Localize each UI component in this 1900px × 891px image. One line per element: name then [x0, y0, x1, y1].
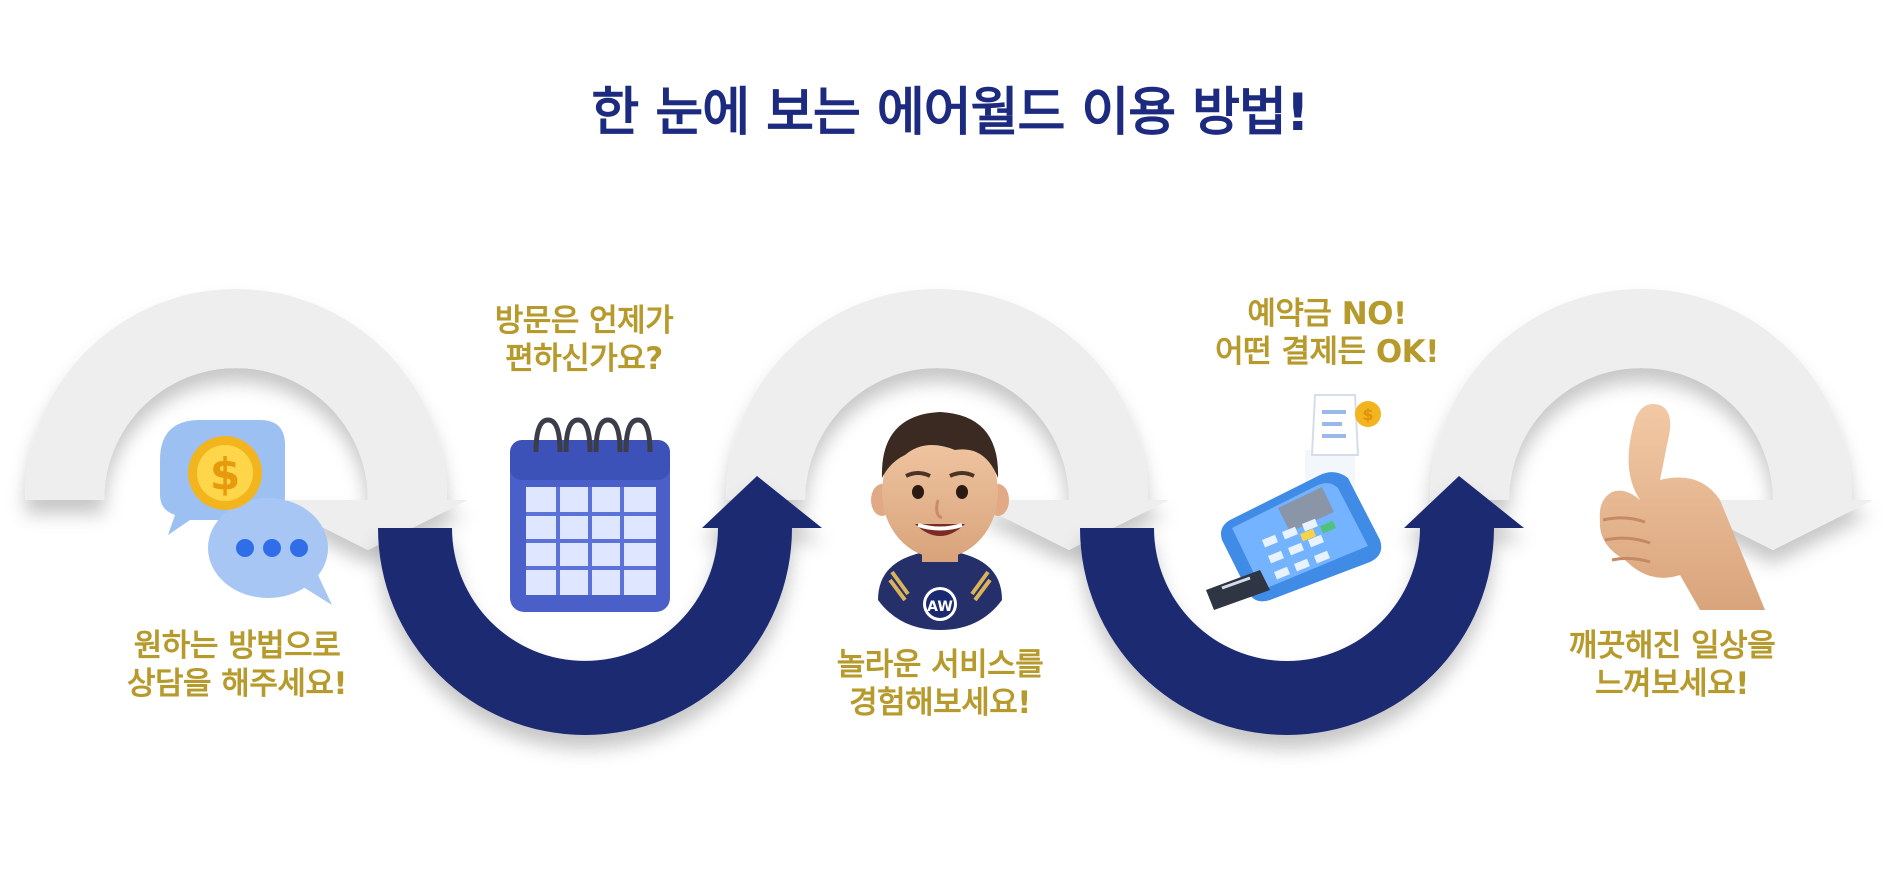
- gray-arc-3: [1430, 289, 1873, 550]
- step-1-caption-line-1: 원하는 방법으로: [133, 628, 341, 664]
- step-4-caption-line-1: 예약금 NO!: [1247, 296, 1407, 332]
- navy-arc-1: [378, 476, 822, 735]
- step-3-caption: 놀라운 서비스를 경험해보세요!: [780, 646, 1100, 722]
- svg-text:$: $: [210, 449, 241, 500]
- step-3-caption-line-1: 놀라운 서비스를: [836, 647, 1044, 683]
- step-2-caption-line-2: 편하신가요?: [505, 341, 663, 377]
- svg-text:$: $: [1362, 405, 1373, 424]
- staff-avatar-icon: AW: [871, 412, 1009, 630]
- step-3-caption-line-2: 경험해보세요!: [849, 685, 1031, 721]
- step-2-caption-line-1: 방문은 언제가: [494, 303, 674, 339]
- navy-arc-2: [1080, 476, 1524, 735]
- page-title: 한 눈에 보는 에어월드 이용 방법!: [591, 83, 1309, 143]
- step-2-caption: 방문은 언제가 편하신가요?: [424, 302, 744, 378]
- card-terminal-icon: $: [1206, 394, 1382, 610]
- calendar-icon: [510, 417, 670, 612]
- step-4-caption: 예약금 NO! 어떤 결제든 OK!: [1167, 295, 1487, 371]
- step-5-caption: 깨끗해진 일상을 느껴보세요!: [1512, 627, 1832, 703]
- thumbs-up-icon: [1599, 404, 1765, 610]
- step-1-caption: 원하는 방법으로 상담을 해주세요!: [77, 627, 397, 703]
- step-4-caption-line-2: 어떤 결제든 OK!: [1215, 334, 1439, 370]
- chat-coin-icon: $: [160, 420, 332, 605]
- step-5-caption-line-1: 깨끗해진 일상을: [1568, 628, 1776, 664]
- svg-text:AW: AW: [927, 599, 953, 615]
- step-5-caption-line-2: 느껴보세요!: [1595, 666, 1749, 702]
- step-1-caption-line-2: 상담을 해주세요!: [126, 666, 348, 702]
- gray-arc-2: [726, 289, 1169, 550]
- gray-arc-1: [25, 289, 468, 550]
